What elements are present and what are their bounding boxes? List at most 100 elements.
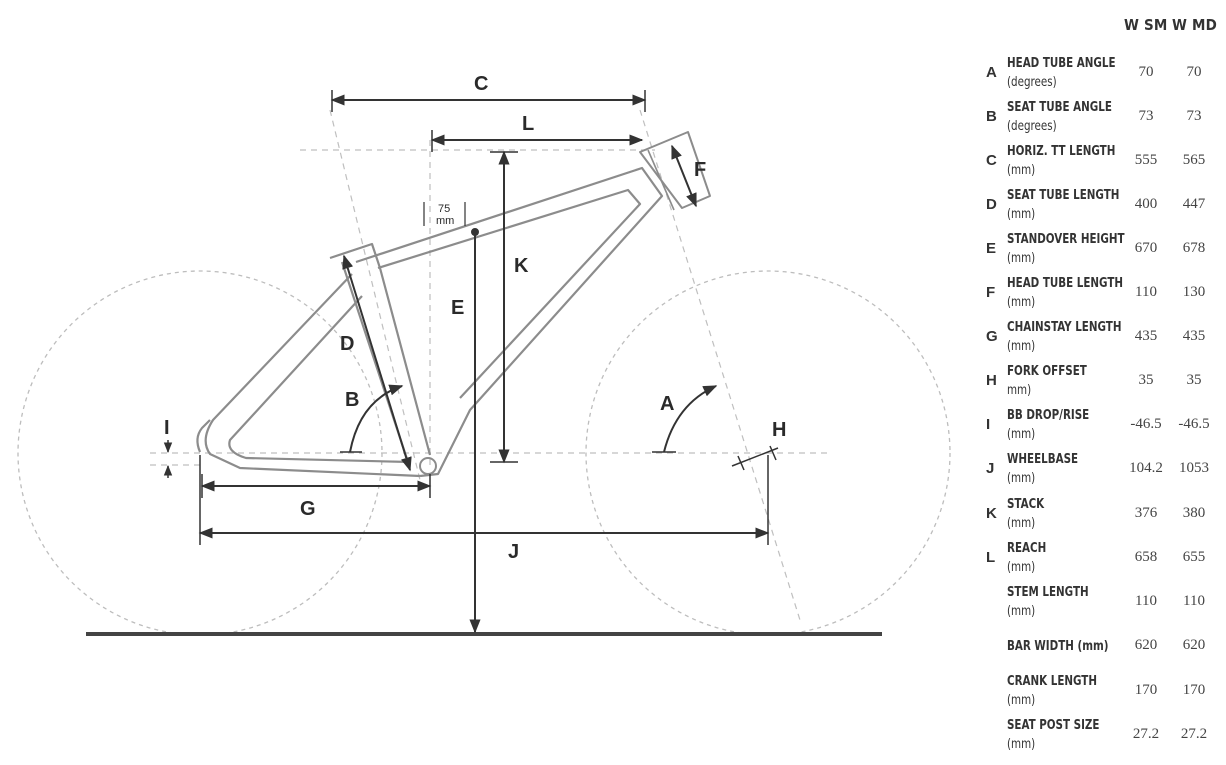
spec-value-w-md: 435 <box>1182 328 1206 344</box>
label-L: L <box>522 113 534 135</box>
spec-value-w-sm: 400 <box>1134 196 1158 212</box>
spec-value-w-sm: 35 <box>1138 372 1154 388</box>
spec-value-w-sm: 555 <box>1134 152 1158 168</box>
spec-unit: (mm) <box>1007 162 1036 178</box>
spec-letter: L <box>986 549 996 566</box>
spec-unit: (mm) <box>1007 250 1036 266</box>
spec-value-w-sm: 670 <box>1134 240 1158 256</box>
spec-letter: K <box>986 505 997 522</box>
spec-value-w-md: 565 <box>1182 152 1206 168</box>
spec-value-w-md: 380 <box>1182 505 1206 521</box>
spec-value-w-md: 35 <box>1186 372 1202 388</box>
spec-row: F HEAD TUBE LENGTH (mm) 110 130 <box>978 272 1224 316</box>
spec-letter: I <box>986 416 991 433</box>
label-G: G <box>300 498 316 520</box>
spec-value-w-md: 1053 <box>1179 460 1209 476</box>
spec-value-w-md: 70 <box>1186 64 1202 80</box>
label-F: F <box>694 159 706 181</box>
spec-value-w-md: 110 <box>1183 593 1205 609</box>
spec-letter: G <box>986 328 998 345</box>
spec-letter: D <box>986 196 997 213</box>
spec-letter: J <box>986 460 995 477</box>
spec-value-w-sm: 73 <box>1138 108 1154 124</box>
spec-label: REACH <box>1007 540 1047 556</box>
spec-label: WHEELBASE <box>1007 451 1079 467</box>
spec-value-w-md: -46.5 <box>1178 416 1210 432</box>
spec-label: STANDOVER HEIGHT <box>1007 231 1125 247</box>
spec-value-w-sm: 110 <box>1135 284 1157 300</box>
label-E: E <box>451 297 464 319</box>
spec-unit: (mm) <box>1007 692 1036 708</box>
spec-letter: H <box>986 372 997 389</box>
spec-row: C HORIZ. TT LENGTH(mm) 555 565 <box>978 140 1224 184</box>
offset-label-value: 75 <box>438 203 450 215</box>
spec-label: HORIZ. TT LENGTH <box>1007 143 1116 159</box>
spec-value-w-md: 447 <box>1182 196 1206 212</box>
spec-value-w-sm: 658 <box>1134 549 1158 565</box>
spec-value-w-sm: 104.2 <box>1129 460 1163 476</box>
spec-value-w-md: 73 <box>1186 108 1202 124</box>
spec-label: SEAT TUBE ANGLE <box>1007 99 1112 115</box>
spec-value-w-sm: 70 <box>1138 64 1154 80</box>
spec-unit: (mm) <box>1007 559 1036 575</box>
spec-value-w-sm: 376 <box>1134 505 1158 521</box>
spec-value-w-md: 620 <box>1182 637 1206 653</box>
spec-unit: (degrees) <box>1007 118 1057 134</box>
spec-value-w-md: 170 <box>1182 682 1206 698</box>
spec-value-w-md: 130 <box>1182 284 1206 300</box>
spec-row: I BB DROP/RISE(mm) -46.5 -46.5 <box>978 404 1224 448</box>
spec-value-w-sm: 620 <box>1134 637 1158 653</box>
column-header-w-md: W MD <box>1172 16 1218 34</box>
spec-unit: (mm) <box>1007 470 1036 486</box>
spec-row: D SEAT TUBE LENGTH (mm) 400 447 <box>978 184 1224 228</box>
spec-label: STEM LENGTH <box>1007 584 1089 600</box>
label-I: I <box>164 417 170 439</box>
spec-row: SEAT POST SIZE (mm) 27.2 27.2 <box>978 714 1224 758</box>
spec-value-w-md: 27.2 <box>1180 726 1208 742</box>
spec-letter: E <box>986 240 997 257</box>
spec-letter: A <box>986 64 997 81</box>
label-B: B <box>345 389 359 411</box>
spec-row: J WHEELBASE (mm) 104.2 1053 <box>978 448 1224 492</box>
spec-unit: (mm) <box>1007 515 1036 531</box>
column-header-w-sm: W SM <box>1124 16 1168 34</box>
front-wheel-outline <box>585 270 951 636</box>
spec-unit: (mm) <box>1007 736 1036 752</box>
spec-label: SEAT POST SIZE <box>1007 717 1100 733</box>
spec-unit: (mm) <box>1007 338 1036 354</box>
label-K: K <box>514 255 529 277</box>
spec-label: STACK <box>1007 496 1045 512</box>
spec-unit: mm) <box>1007 382 1032 398</box>
spec-value-w-md: 655 <box>1182 549 1206 565</box>
spec-value-w-sm: 170 <box>1134 682 1158 698</box>
spec-letter: F <box>986 284 996 301</box>
spec-value-w-sm: 27.2 <box>1132 726 1160 742</box>
spec-label: HEAD TUBE ANGLE <box>1007 55 1116 71</box>
bike-geometry-diagram: C L F K E D B A H I G J 75 mm <box>17 73 951 636</box>
label-H: H <box>772 419 786 441</box>
label-A: A <box>660 393 674 415</box>
spec-row: E STANDOVER HEIGHT (mm) 670 678 <box>978 228 1224 272</box>
spec-row: BAR WIDTH (mm) 620 620 <box>978 625 1224 669</box>
spec-row: H FORK OFFSET mm) 35 35 <box>978 360 1224 404</box>
label-D: D <box>340 333 354 355</box>
spec-unit: (degrees) <box>1007 74 1057 90</box>
spec-row: L REACH (mm) 658 655 <box>978 537 1224 581</box>
spec-value-w-md: 678 <box>1182 240 1206 256</box>
spec-unit: (mm) <box>1007 206 1036 222</box>
spec-label: FORK OFFSET <box>1007 363 1087 379</box>
spec-unit: (mm) <box>1007 294 1036 310</box>
spec-row: K STACK (mm) 376 380 <box>978 493 1224 537</box>
spec-label: CHAINSTAY LENGTH <box>1007 319 1122 335</box>
spec-label: BB DROP/RISE <box>1007 407 1090 423</box>
spec-row: B SEAT TUBE ANGLE(degrees) 73 73 <box>978 96 1224 140</box>
spec-value-w-sm: 110 <box>1135 593 1157 609</box>
spec-label: SEAT TUBE LENGTH <box>1007 187 1120 203</box>
reference-lines <box>150 109 830 630</box>
spec-unit: (mm) <box>1007 603 1036 619</box>
spec-label: HEAD TUBE LENGTH <box>1007 275 1124 291</box>
offset-label-unit: mm <box>436 215 454 227</box>
spec-value-w-sm: -46.5 <box>1130 416 1162 432</box>
dimension-lines <box>163 90 779 634</box>
spec-row: CRANK LENGTH(mm) 170 170 <box>978 670 1224 714</box>
